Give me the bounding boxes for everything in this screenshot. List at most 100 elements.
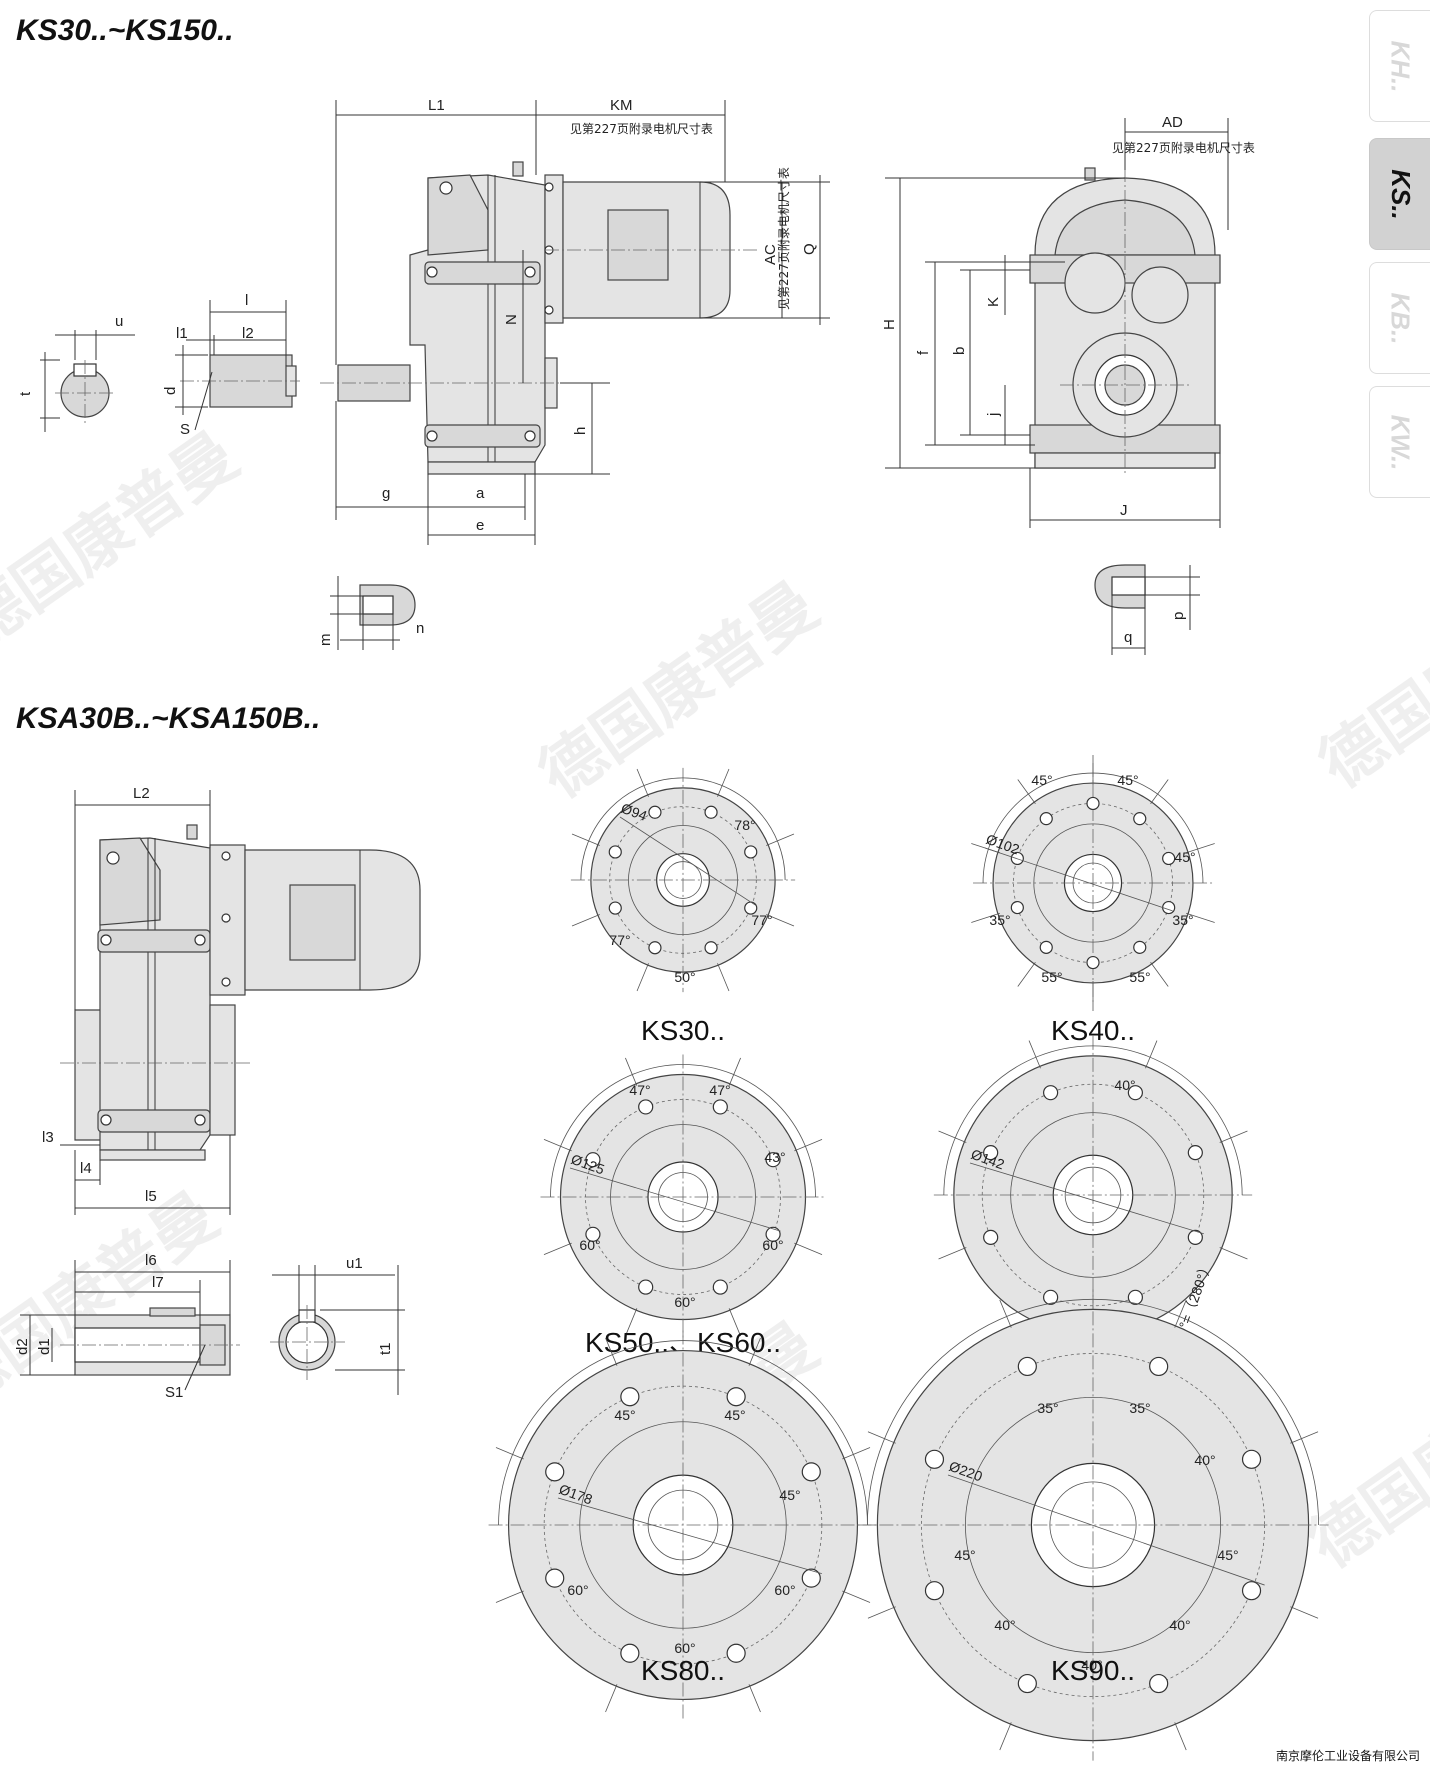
angle-label: 60° <box>762 1237 783 1253</box>
bolt-hole <box>726 1387 746 1407</box>
tab-kh[interactable]: KH.. <box>1369 10 1430 122</box>
dim-d2: d2 <box>14 1338 31 1355</box>
watermark-1: 德国康普曼 <box>0 419 251 663</box>
angle-ray <box>794 1242 823 1255</box>
dim-k: K <box>985 297 1002 307</box>
angle-ray <box>1219 1130 1248 1143</box>
bolt-hole <box>638 1279 654 1295</box>
tab-kb-label: KB.. <box>1385 292 1416 344</box>
flange-patterns: Ø9478°77°77°50°KS30..Ø10245°45°45°35°35°… <box>488 755 1329 1761</box>
ks-side-view: L1 KM 见第227页附录电机尺寸表 AC 见第227页附录电机尺寸表 Q N… <box>320 97 830 545</box>
angle-ray <box>543 1139 572 1152</box>
angle-ray <box>495 1590 524 1603</box>
angle-label: 47° <box>709 1082 730 1098</box>
bolt-hole <box>1149 1673 1169 1694</box>
bolt-hole <box>1086 796 1100 811</box>
bolt-hole <box>1086 955 1100 970</box>
angle-ray <box>1219 1247 1248 1260</box>
tab-kb[interactable]: KB.. <box>1369 262 1430 374</box>
note-ac-ref: 见第227页附录电机尺寸表 <box>777 167 791 310</box>
angle-label: 45° <box>954 1547 975 1563</box>
angle-label: 55° <box>1129 969 1150 985</box>
angle-label: 45° <box>1031 772 1052 788</box>
bolt-hole <box>648 805 662 819</box>
bolt-hole <box>1149 1356 1169 1377</box>
flange-label: KS80.. <box>641 1655 725 1686</box>
bolt-hole <box>1043 1289 1059 1305</box>
angle-ray <box>938 1130 967 1143</box>
dim-m: m <box>317 634 334 647</box>
angle-ray <box>728 1308 741 1337</box>
hollow-shaft-detail: l6 l7 d2 d1 S1 <box>14 1252 240 1401</box>
angle-ray <box>1174 1722 1187 1751</box>
dim-km: KM <box>610 97 633 114</box>
diameter-leader <box>619 816 757 906</box>
angle-arc <box>498 1340 868 1526</box>
section-title-ks: KS30..~KS150.. <box>16 14 234 47</box>
bolt-hole <box>638 1099 654 1115</box>
dim-j: j <box>985 413 1002 417</box>
dim-a: a <box>476 485 485 502</box>
angle-label: 45° <box>614 1407 635 1423</box>
angle-ray <box>842 1447 871 1460</box>
angle-ray <box>495 1447 524 1460</box>
angle-label: 40° <box>1194 1452 1215 1468</box>
dim-s1: S1 <box>165 1384 183 1401</box>
angle-ray <box>1150 962 1169 987</box>
tab-kw[interactable]: KW.. <box>1369 386 1430 498</box>
bore-inner <box>1049 1481 1137 1569</box>
angle-label: 78° <box>734 817 755 833</box>
tab-ks[interactable]: KS.. <box>1369 138 1430 250</box>
angle-label: 77° <box>751 912 772 928</box>
company-footer: 南京摩伦工业设备有限公司 <box>1275 1749 1420 1763</box>
angle-ray <box>1145 1040 1158 1069</box>
angle-arc <box>943 1045 1243 1196</box>
diameter-leader <box>557 1497 822 1574</box>
dim-l1-main: L1 <box>428 97 445 114</box>
note-ad-ref: 见第227页附录电机尺寸表 <box>1112 141 1255 155</box>
angle-ray <box>1028 1040 1041 1069</box>
angle-ray <box>717 768 730 797</box>
dim-j-width: J <box>1120 502 1128 519</box>
angle-label: 50° <box>674 969 695 985</box>
dim-e: e <box>476 517 484 534</box>
bolt-hole <box>744 845 758 859</box>
dim-ac: AC <box>762 244 779 265</box>
bolt-hole <box>801 1462 821 1482</box>
dim-b: b <box>951 347 968 355</box>
bolt-hole <box>620 1387 640 1407</box>
section-title-ksa: KSA30B..~KSA150B.. <box>16 702 320 735</box>
tab-kh-label: KH.. <box>1385 40 1416 92</box>
angle-ray <box>728 1057 741 1086</box>
bolt-hole <box>726 1643 746 1663</box>
bolt-hole <box>1010 900 1024 915</box>
angle-label: 77° <box>609 932 630 948</box>
angle-label: 60° <box>579 1237 600 1253</box>
bolt-hole <box>983 1145 999 1161</box>
dim-s: S <box>180 421 190 438</box>
hollow-shaft-end-detail: u1 t1 <box>270 1255 405 1395</box>
angle-ray <box>1174 1299 1187 1328</box>
bolt-hole <box>608 845 622 859</box>
bolt-hole <box>545 1462 565 1482</box>
angle-ray <box>999 1722 1012 1751</box>
dim-l3: l3 <box>42 1129 54 1146</box>
bolt-hole <box>585 1226 601 1242</box>
dim-h-total: H <box>881 319 898 330</box>
bolt-hole <box>983 1229 999 1245</box>
bolt-hole <box>704 941 718 955</box>
dim-p: p <box>1170 612 1187 620</box>
angle-ray <box>1150 779 1169 804</box>
watermark-2: 德国康普曼 <box>527 569 832 813</box>
dim-l4: l4 <box>80 1160 92 1177</box>
angle-label: 47° <box>629 1082 650 1098</box>
bolt-hole <box>1127 1289 1143 1305</box>
dim-u: u <box>115 313 123 330</box>
bolt-hole <box>585 1152 601 1168</box>
angle-ray <box>971 912 1000 923</box>
bolt-hole <box>608 901 622 915</box>
dim-q: Q <box>801 243 818 255</box>
angle-ray <box>543 1242 572 1255</box>
bolt-hole <box>924 1581 945 1601</box>
